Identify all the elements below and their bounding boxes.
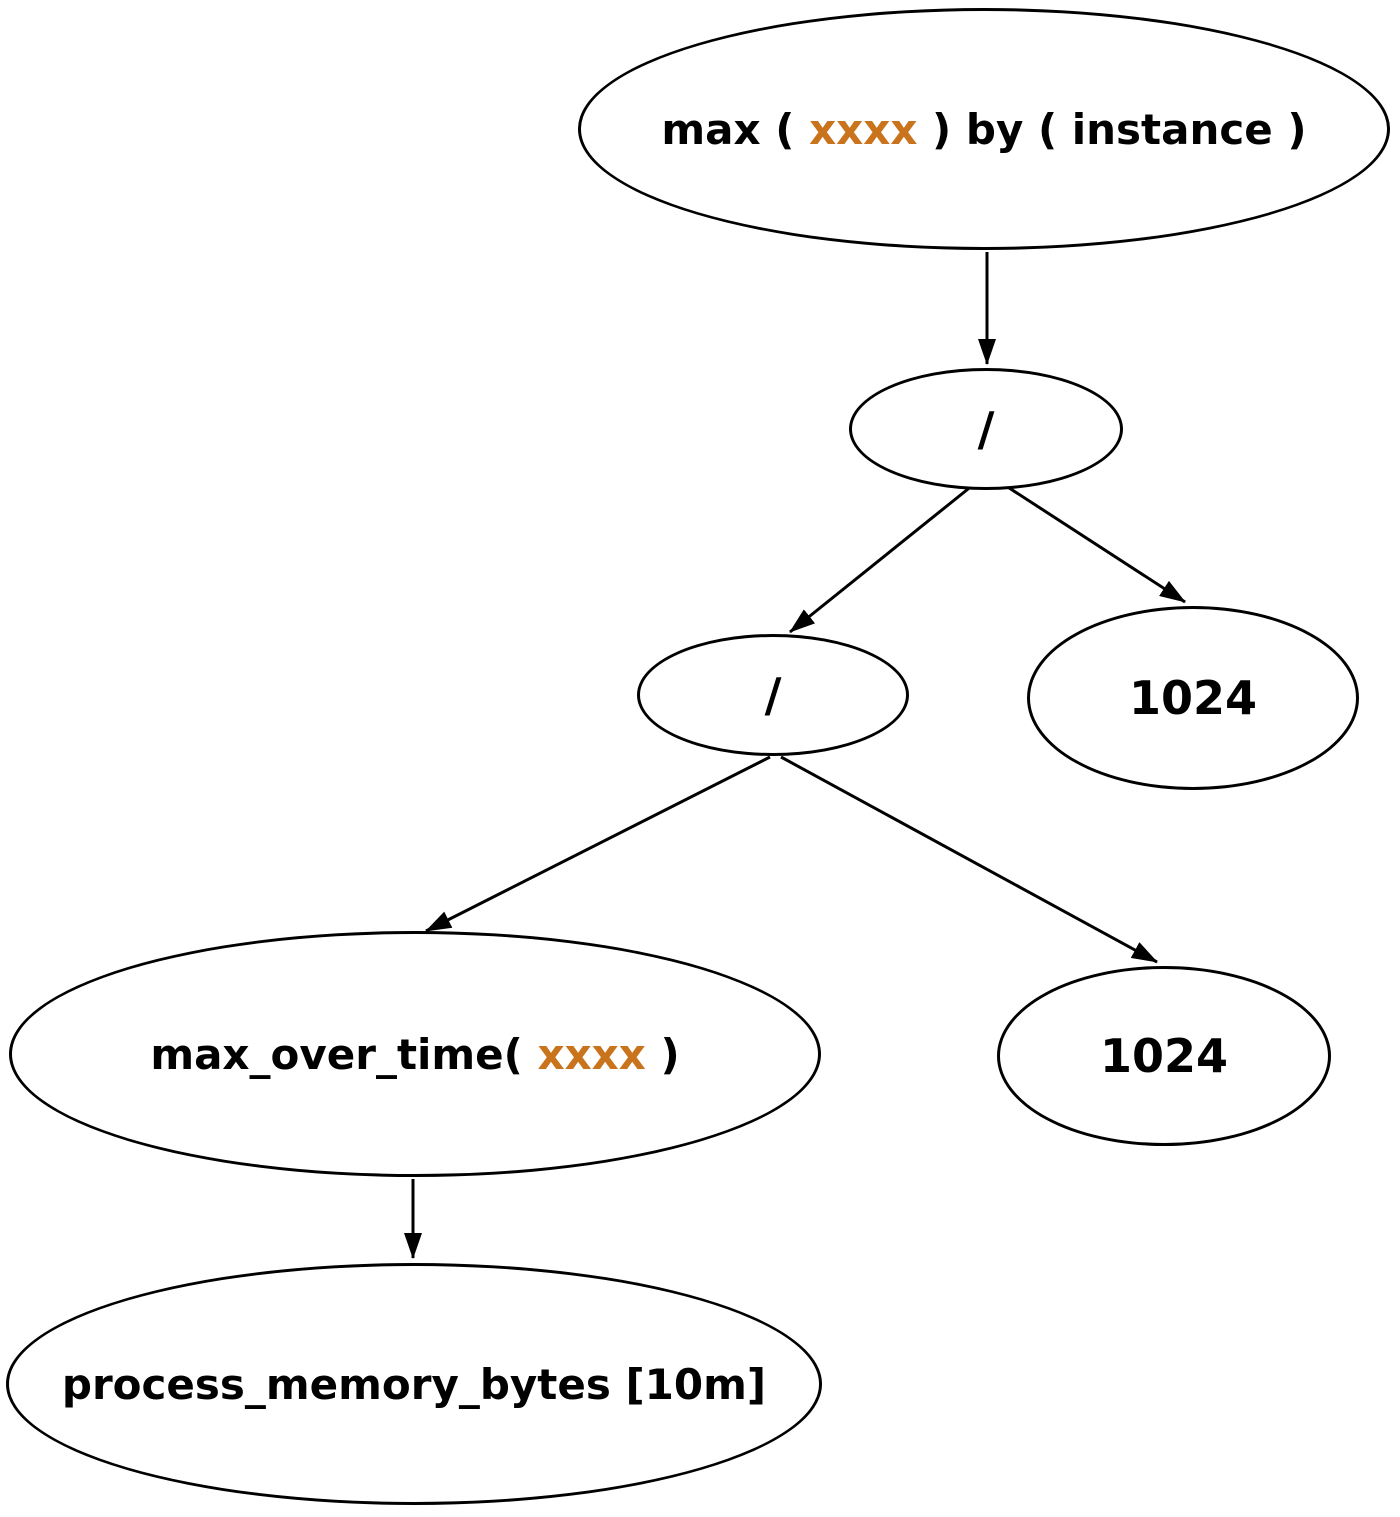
node-const-1024-outer: 1024	[1027, 606, 1359, 790]
node-max-by-instance: max ( xxxx ) by ( instance )	[578, 8, 1390, 250]
edge-divide-inner-to-max-over-time	[425, 755, 771, 933]
edge-divide-outer-to-divide-inner	[789, 483, 974, 634]
node-max-over-time-label: max_over_time( xxxx )	[150, 1029, 680, 1079]
node-const-1024-inner-label: 1024	[1099, 1029, 1229, 1083]
node-max-over-time: max_over_time( xxxx )	[9, 931, 821, 1177]
node-divide-outer-label: /	[977, 402, 995, 456]
edge-divide-inner-to-const-inner	[780, 755, 1158, 964]
placeholder-xxxx: xxxx	[537, 1029, 646, 1079]
node-process-memory-bytes: process_memory_bytes [10m]	[6, 1263, 822, 1505]
node-divide-inner-label: /	[764, 668, 782, 722]
node-const-1024-inner: 1024	[997, 966, 1331, 1146]
node-divide-outer: /	[849, 368, 1123, 490]
edge-divide-outer-to-const-outer	[999, 480, 1186, 604]
placeholder-xxxx: xxxx	[809, 104, 918, 154]
node-process-memory-bytes-label: process_memory_bytes [10m]	[61, 1359, 767, 1409]
node-divide-inner: /	[637, 634, 909, 756]
node-const-1024-outer-label: 1024	[1128, 671, 1258, 725]
node-max-by-instance-label: max ( xxxx ) by ( instance )	[661, 104, 1307, 154]
